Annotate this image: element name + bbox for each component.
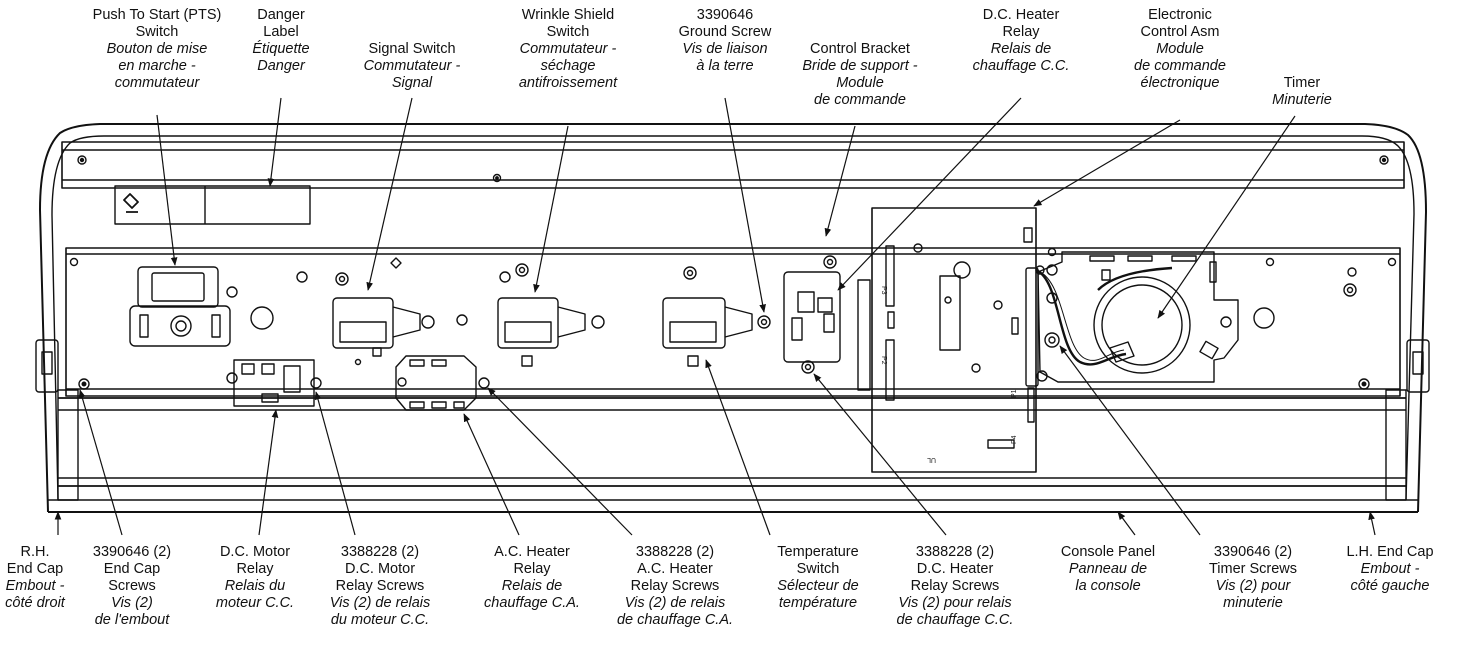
label-control-bracket: Control Bracket Bride de support -Module… bbox=[802, 41, 918, 108]
console-shell bbox=[39, 123, 1427, 513]
signal-switch bbox=[332, 297, 435, 366]
top-rail bbox=[61, 141, 1405, 189]
svg-text:P1: P1 bbox=[1011, 389, 1018, 398]
label-pts-switch: Push To Start (PTS)Switch Bouton de mise… bbox=[92, 7, 222, 91]
ac-heater-relay bbox=[395, 355, 490, 411]
dc-motor-relay bbox=[226, 359, 322, 407]
svg-text:P4: P4 bbox=[1011, 435, 1018, 444]
wrinkle-shield-switch bbox=[497, 297, 605, 367]
rh-end-cap bbox=[35, 339, 59, 393]
pts-switch bbox=[129, 266, 231, 347]
label-lh-end-cap: L.H. End Cap Embout -côté gauche bbox=[1346, 544, 1434, 594]
temperature-switch bbox=[662, 297, 753, 367]
label-rh-end-cap: R.H.End Cap Embout -côté droit bbox=[5, 544, 65, 611]
label-signal-switch: Signal Switch Commutateur -Signal bbox=[363, 41, 461, 91]
control-bracket bbox=[857, 279, 871, 391]
label-timer: Timer Minuterie bbox=[1272, 75, 1332, 108]
timer bbox=[1025, 251, 1275, 387]
svg-text:P2: P2 bbox=[880, 356, 887, 365]
console-panel bbox=[65, 247, 1401, 397]
danger-label bbox=[114, 185, 311, 225]
svg-text:UL: UL bbox=[927, 456, 936, 463]
lh-end-cap bbox=[1406, 339, 1430, 393]
leader-lines bbox=[54, 97, 1376, 536]
svg-text:P3: P3 bbox=[880, 286, 887, 295]
dc-heater-relay bbox=[783, 255, 841, 374]
electronic-control-board bbox=[871, 207, 1058, 473]
ground-screw bbox=[757, 315, 771, 329]
